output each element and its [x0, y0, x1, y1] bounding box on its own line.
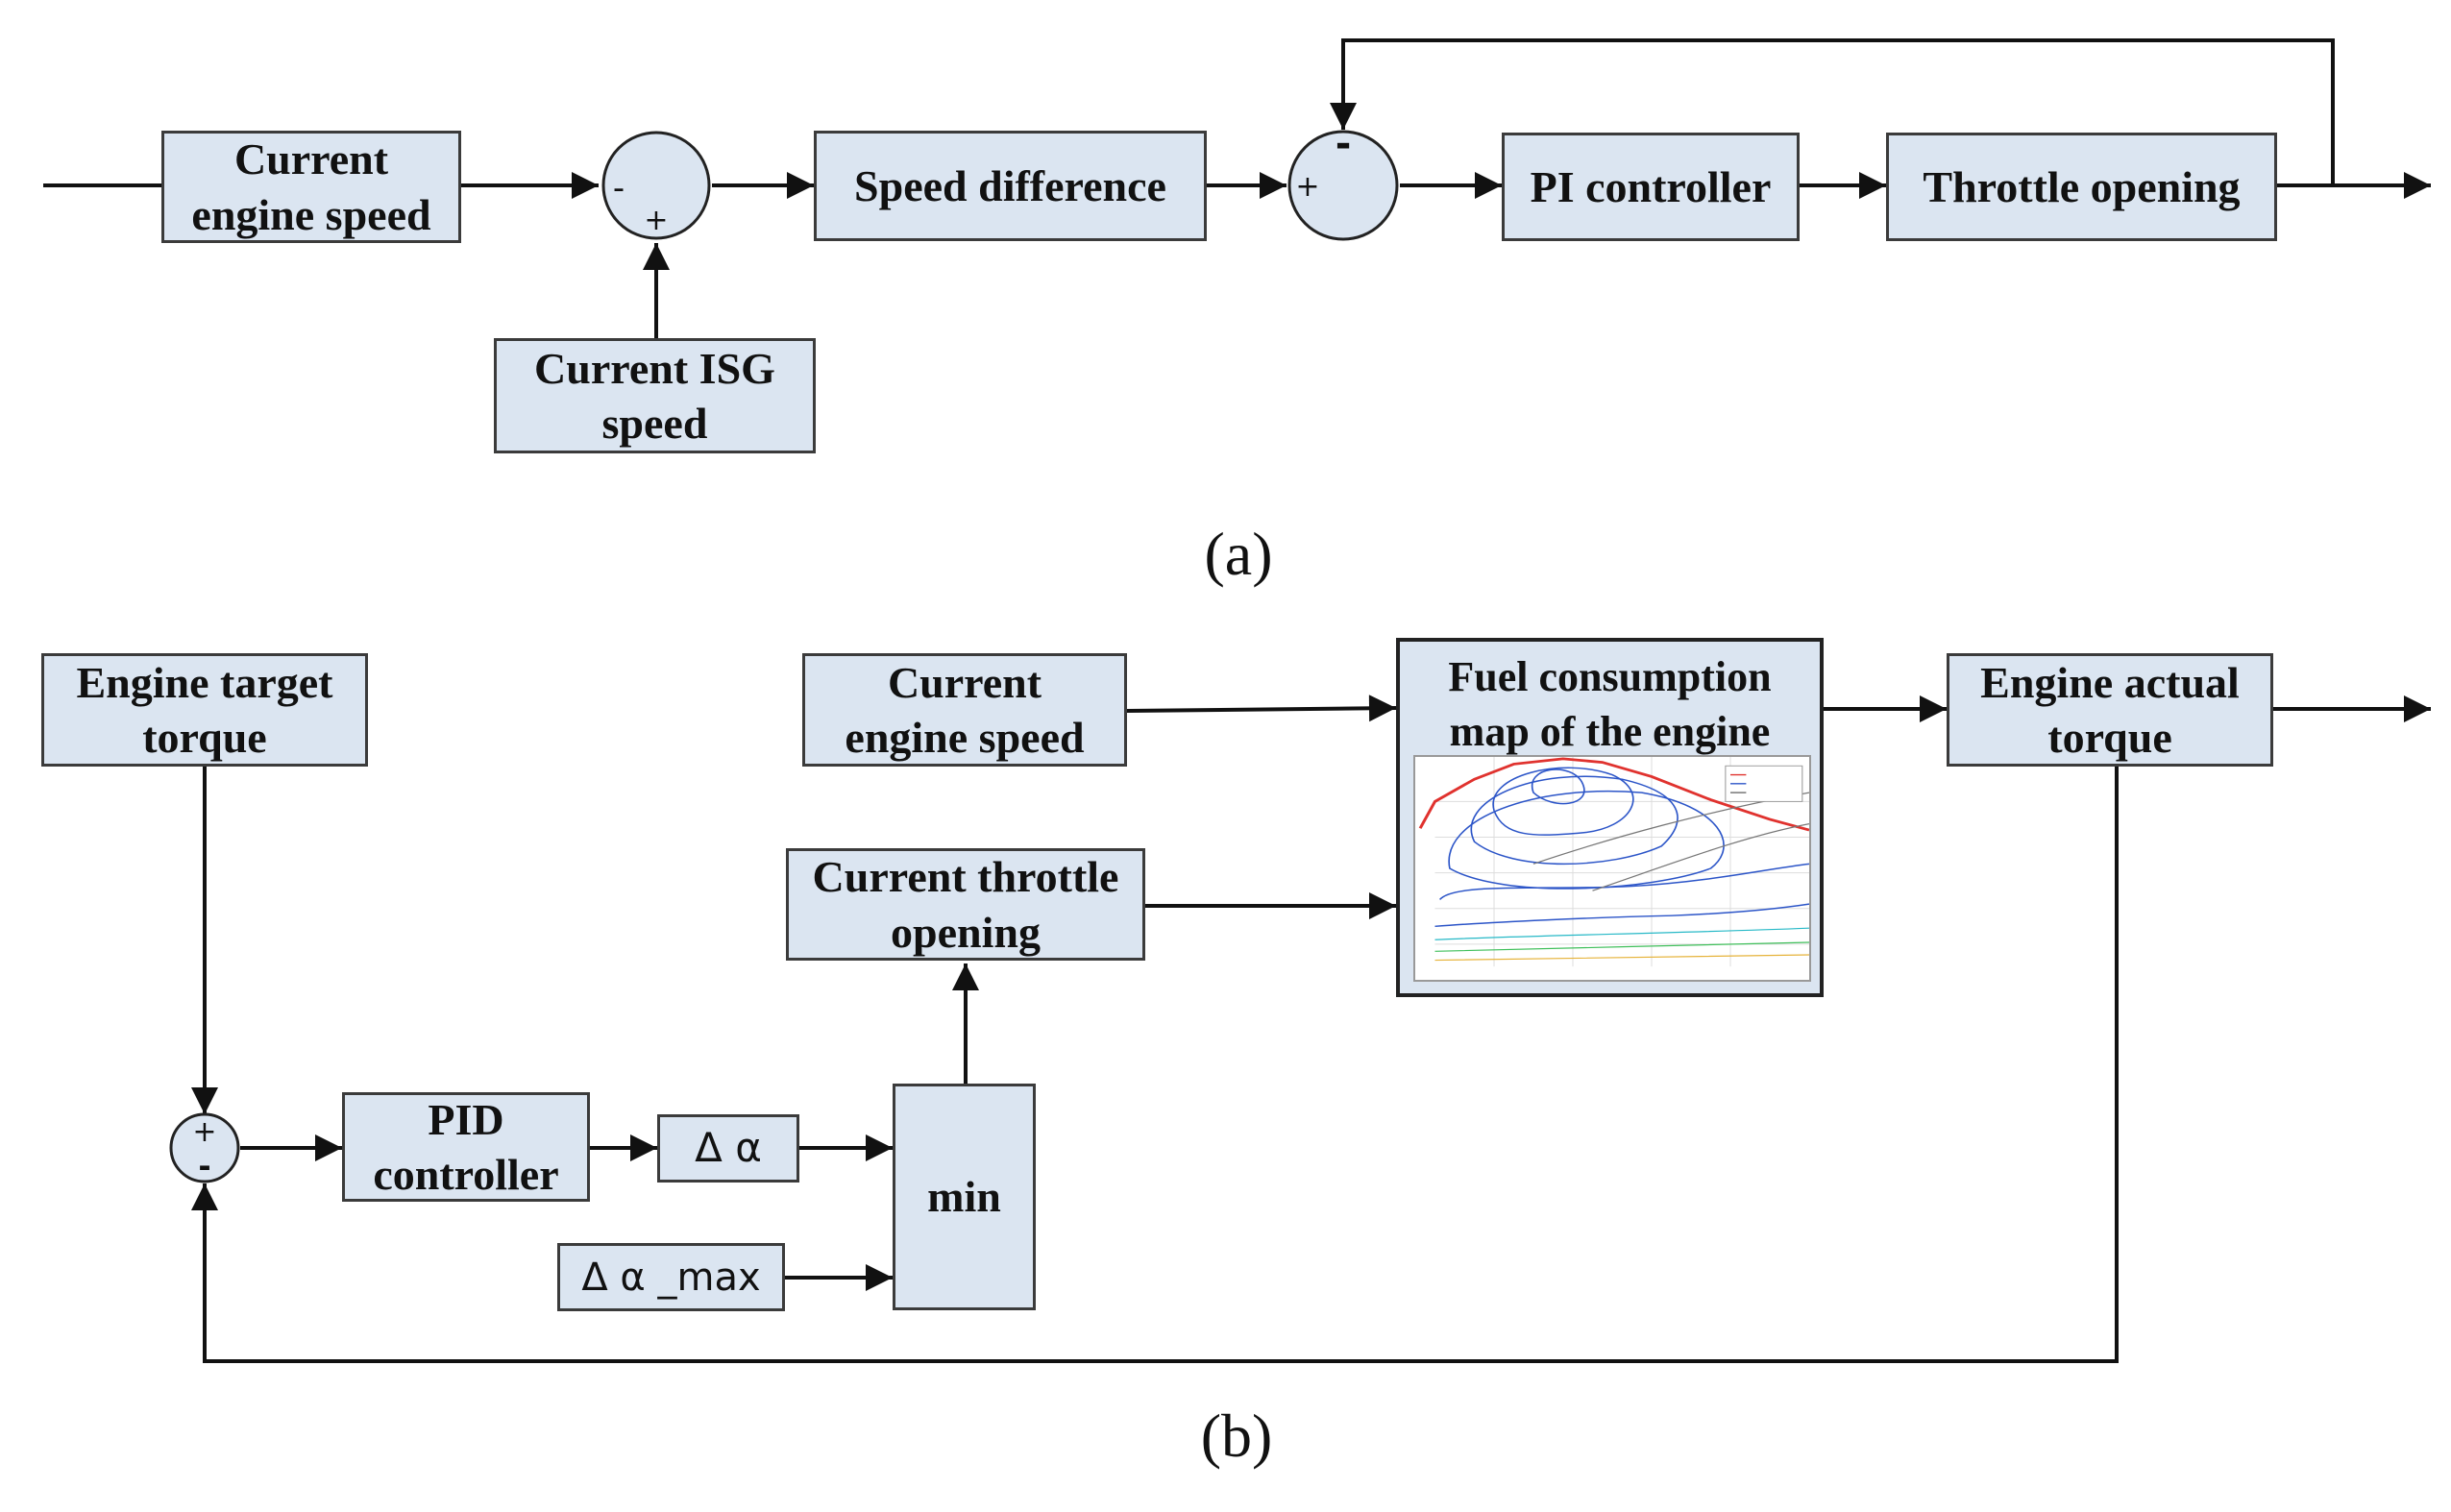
b-min-block: min: [893, 1084, 1036, 1310]
a-current-engine-speed-block: Current engine speed: [161, 131, 461, 243]
a-throttle-opening-label: Throttle opening: [1923, 161, 2241, 211]
b-delta-alpha-max-block: Δ α _max: [557, 1243, 785, 1311]
b-current-throttle-opening-label: Current throttle opening: [812, 852, 1119, 957]
a-summing-junction-2: [1287, 130, 1399, 241]
a-current-isg-speed-block: Current ISG speed: [494, 338, 816, 453]
diagram-b-connectors: [191, 695, 2431, 1363]
b-sum-bottom-sign: -: [198, 1148, 211, 1184]
a-feedback-line: [1330, 38, 2335, 185]
fuel-map-thumbnail: [1413, 755, 1811, 982]
b-delta-alpha-block: Δ α: [657, 1114, 799, 1183]
b-fuel-consumption-map-block: Fuel consumption map of the engine: [1396, 638, 1824, 997]
b-speed-to-map: [1126, 695, 1397, 722]
a-pi-controller-label: PI controller: [1530, 161, 1772, 211]
a-speed-difference-label: Speed difference: [854, 160, 1166, 210]
b-engine-target-torque-block: Engine target torque: [41, 653, 368, 767]
a-sum2-left-sign: +: [1295, 170, 1320, 204]
caption-a: (a): [1204, 520, 1273, 588]
b-pid-controller-label: PID controller: [373, 1094, 559, 1200]
b-engine-actual-torque-label: Engine actual torque: [1980, 657, 2240, 763]
b-summing-junction: [169, 1112, 240, 1183]
b-current-engine-speed-label: Current engine speed: [845, 657, 1085, 763]
fuel-map-power-lines: [1434, 792, 1809, 962]
fuel-map-legend-swatches: [1730, 773, 1747, 793]
caption-b: (b): [1200, 1402, 1273, 1470]
fuel-map-grid: [1434, 757, 1809, 967]
a-speed-difference-block: Speed difference: [814, 131, 1207, 241]
b-current-engine-speed-block: Current engine speed: [802, 653, 1127, 767]
a-pi-controller-block: PI controller: [1502, 133, 1800, 241]
a-current-engine-speed-label: Current engine speed: [191, 134, 431, 239]
fuel-map-boundary: [1418, 757, 1809, 832]
a-sum1-bottom-sign: +: [644, 204, 669, 237]
b-engine-actual-torque-block: Engine actual torque: [1947, 653, 2273, 767]
diagram-a-connectors: [43, 38, 2431, 341]
a-current-isg-speed-label: Current ISG speed: [534, 343, 775, 449]
a-summing-junction-1: [601, 131, 711, 240]
a-sum1-left-sign: -: [612, 169, 625, 207]
fuel-map-contours: [1434, 767, 1809, 928]
b-current-throttle-opening-block: Current throttle opening: [786, 848, 1145, 961]
a-sum2-top-sign: -: [1335, 122, 1352, 166]
b-delta-alpha-max-label: Δ α _max: [581, 1255, 761, 1300]
b-pid-controller-block: PID controller: [342, 1092, 590, 1202]
a-throttle-opening-block: Throttle opening: [1886, 133, 2277, 241]
b-feedback-line: [191, 767, 2119, 1363]
b-fuel-consumption-map-label: Fuel consumption map of the engine: [1448, 653, 1772, 756]
b-sum-top-sign: +: [192, 1115, 217, 1149]
b-engine-target-torque-label: Engine target torque: [76, 657, 333, 763]
b-delta-alpha-label: Δ α: [695, 1124, 762, 1172]
b-min-label: min: [927, 1172, 1001, 1222]
